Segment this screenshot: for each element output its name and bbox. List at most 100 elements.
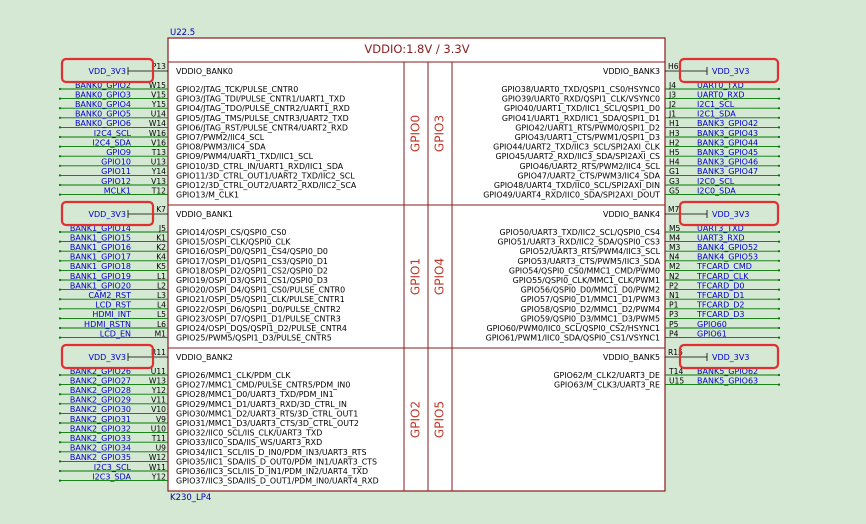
net-label: CAM2_RST [88,291,131,300]
pin-row: I2C0_SCLG3GPIO48/UART4_TXD/IIC0_SCL/SPI2… [494,177,781,190]
pin-function: GPIO31/MMC1_D3/UART3_CTS/3D_CTRL_OUT2 [176,419,359,428]
pin-function: GPIO6/JTAG_RST/PULSE_CNTR4/UART2_RXD [176,123,348,132]
wire-end-dot [777,155,781,158]
wire-end-dot [58,383,62,386]
wire-end-dot [58,317,62,320]
net-label: BANK5_GPIO62 [697,367,758,376]
net-label: BANK3_GPIO42 [697,119,758,128]
net-label: UART3_TXD [697,224,744,233]
pin-function: GPIO5/JTAG_TMS/PULSE_CNTR3/UART2_TXD [176,114,349,123]
wire-end-dot [58,326,62,330]
net-label: BANK3_GPIO44 [697,138,758,147]
wire-end-dot [777,278,781,282]
pin-function: GPIO24/OSPI_DQS/QSPI1_D2/PULSE_CNTR4 [176,324,347,333]
pin-function: GPIO16/OSPI_D0/QSPI1_CS4/QSPI0_D0 [176,247,328,256]
wire-end-dot [777,183,781,187]
power-highlight-box [60,57,155,84]
net-label: UART0_RXD [697,90,744,99]
pin-function: GPIO61/PWM1/IIC0_SDA/QSPI0_CS1/VSYNC1 [486,334,660,343]
wire-end-dot [58,230,62,234]
pin-function: GPIO14/OSPI_CS/QSPI0_CS0 [176,228,286,237]
net-label: TFCARD_D1 [696,291,745,300]
wire-end-dot [777,250,781,253]
pin-function: GPIO56/QSPI0_D0/MMC1_D0/PWM2 [521,286,660,295]
pin-number: M2 [669,262,681,271]
pin-function: GPIO45/UART2_RXD/IIC3_SDA/SPI2AXI_CS [496,152,660,161]
pin-function: GPIO42/UART1_RTS/PWM0/QSPI1_D2 [515,123,660,132]
net-label: TFCARD_CMD [696,262,752,271]
wire-end-dot [58,441,62,444]
pin-number: V9 [156,415,166,424]
power-net-label: VDD_3V3 [712,353,749,362]
bank-name: VDDIO_BANK3 [603,67,660,76]
pin-number: P5 [669,320,679,329]
wire-end-dot [777,383,781,386]
wire-end-dot [777,288,781,291]
pin-function: GPIO9/PWM4/UART1_TXD/IIC1_SCL [176,152,314,161]
pin-function: GPIO26/MMC1_CLK/PDM_CLK [176,371,291,380]
pin-number: V11 [151,396,166,405]
net-label: BANK3_GPIO47 [697,167,758,176]
pin-number: M1 [155,329,167,338]
pin-number: U14 [151,110,166,119]
pin-row: BANK3_GPIO45H5GPIO45/UART2_RXD/IIC3_SDA/… [496,148,781,161]
pin-function: GPIO11/3D_CTRL_OUT1/UART2_TXD/IIC2_SCL [176,171,355,180]
net-label: BANK0_GPIO4 [75,100,131,109]
net-label: BANK0_GPIO2 [75,81,131,90]
pin-number: Y15 [151,100,166,109]
net-label: HDMI_RSTN [84,320,131,329]
gpio-label-2: GPIO2 [409,401,423,438]
net-label: HDMI_INT [92,310,131,319]
power-pin-number: P13 [152,62,166,71]
pin-number: L3 [157,291,166,300]
net-label: TFCARD_D0 [696,281,745,290]
pin-function: GPIO48/UART4_TXD/IIC0_SCL/SPI2AXI_DIN [494,181,660,190]
pin-number: N4 [669,253,680,262]
pin-number: J1 [668,110,676,119]
net-label: BANK3_GPIO43 [697,129,758,138]
component-body [167,37,666,492]
wire-end-dot [777,373,781,377]
pin-function: GPIO37/IIC3_SDA/IIS_D_OUT1/PDM_IN0/UART4… [176,477,379,486]
gpio-label-0: GPIO0 [409,115,423,152]
pin-function: GPIO39/UART0_RXD/QSPI1_CLK/VSYNC0 [502,95,660,104]
power-net-label: VDD_3V3 [89,210,126,219]
wire-end-dot [58,250,62,253]
net-label: I2C0_SCL [697,177,735,186]
power-net-label: VDD_3V3 [712,67,749,76]
pin-function: GPIO60/PWM0/IIC0_SCL/QSPI0_CS2/HSYNC1 [486,324,660,333]
pin-function: GPIO15/OSPI_CLK/QSPI0_CLK [176,238,291,247]
pin-function: GPIO17/OSPI_D1/QSPI1_CS3/QSPI0_D1 [176,257,328,266]
wire-end-dot [58,450,62,453]
pin-number: J3 [668,90,676,99]
net-label: BANK0_GPIO6 [75,119,131,128]
pin-number: V16 [151,138,166,147]
pin-number: W11 [149,463,166,472]
pin-function: GPIO20/OSPI_D4/QSPI1_CS0/PULSE_CNTR0 [176,286,345,295]
pin-number: U9 [156,444,167,453]
net-label: I2C3_SDA [92,472,131,481]
net-label: BANK2_GPIO35 [70,453,131,462]
net-label: BANK1_GPIO20 [70,281,131,290]
wire-end-dot [58,421,62,425]
power-pin-number: H6 [668,62,679,71]
pin-number: M4 [669,233,681,242]
wire-end-dot [777,240,781,243]
pin-row: BANK3_GPIO46H4GPIO46/UART2_RTS/PWM2/IIC4… [520,158,781,171]
power-pin-number: M7 [668,205,680,214]
